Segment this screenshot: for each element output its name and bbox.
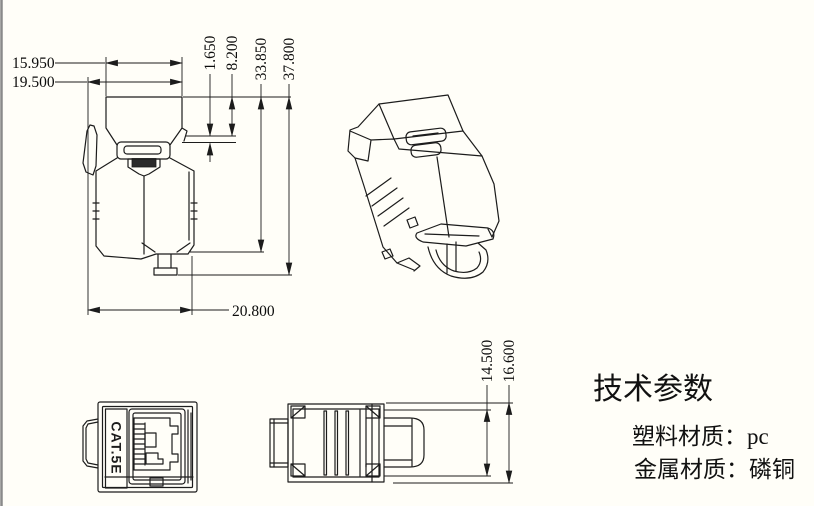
dim-label-upper-width: 19.500: [12, 74, 55, 91]
iso-latch-tongue: [415, 223, 495, 247]
rj45-opening: [133, 417, 179, 471]
iso-latch-post: [446, 241, 457, 274]
top-view-inner: [292, 408, 380, 478]
tongue-inner-lines: [383, 418, 413, 467]
side-view-latch-cap: [116, 141, 171, 160]
metal-material-row: 金属材质：磷铜: [634, 457, 795, 482]
dim-label-top-width: 15.950: [12, 55, 55, 72]
top-view-dimension-lines: 14.500 16.600: [384, 339, 518, 484]
side-view-dimension-labels: 15.950 19.500 1.650 8.200 33.850 37.800 …: [12, 35, 298, 320]
iso-clip-bumps: [381, 216, 419, 260]
plastic-material-label: 塑料材质：: [632, 424, 747, 449]
side-view-wire-slot: [131, 158, 157, 168]
top-view-corner-chamfers: [290, 405, 381, 477]
dim-label-tv-body-width: 14.500: [479, 339, 496, 382]
top-view-outer: [287, 403, 385, 483]
extension-lines: [55, 57, 292, 315]
iso-latch-button-outer: [405, 127, 447, 146]
top-view: [269, 403, 425, 483]
isometric-view: [347, 94, 500, 279]
front-view-inner: [101, 405, 194, 489]
side-view-outline: [82, 96, 198, 269]
iso-bottom-latch: [396, 223, 495, 279]
side-view-latch-taper: [127, 158, 161, 177]
iso-vent-slots: [365, 177, 410, 227]
front-view-outer: [97, 401, 198, 493]
tab-inner-lines: [269, 418, 289, 468]
rj45-latch-notch: [145, 452, 164, 465]
dim-label-tv-overall-width: 16.600: [501, 339, 518, 382]
tech-params-title: 技术参数: [593, 373, 713, 406]
rj45-contact-comb: [133, 422, 146, 466]
iso-outline: [347, 103, 500, 271]
tv-extension-lines: [384, 385, 513, 484]
top-view-vent-slots: [323, 410, 350, 476]
front-view-marking-box: [104, 408, 128, 489]
cat5e-marking: CAT.5E: [109, 421, 125, 474]
iso-latch-buttons: [405, 127, 447, 158]
front-view-bottom-clip: [149, 477, 164, 487]
side-view-latch-slot: [123, 145, 162, 155]
iso-latch-button-slot: [412, 132, 439, 137]
rj45-contact-block: [144, 432, 157, 448]
side-view-dimension-lines: [55, 57, 293, 315]
front-view-right-strip: [104, 409, 194, 484]
dim-label-latch-depth: 8.200: [224, 35, 241, 70]
side-view: [82, 96, 198, 276]
dim-label-lip: 1.650: [202, 35, 219, 70]
metal-material-label: 金属材质：: [634, 457, 749, 482]
tab-outline: [269, 418, 289, 468]
rj45-outer-frame: [128, 408, 186, 485]
plastic-material-value: pc: [747, 424, 769, 449]
front-view-mount-tab: [82, 418, 99, 469]
iso-top-face: [378, 94, 464, 140]
dim-label-overall-width: 20.800: [232, 303, 275, 320]
iso-hook-outer: [427, 242, 489, 279]
rj45-port: [128, 408, 186, 485]
tongue-roots: [359, 403, 373, 483]
front-view: CAT.5E: [82, 401, 198, 493]
rj45-inner-frame: [132, 412, 182, 481]
dim-label-overall-height: 37.800: [281, 37, 298, 80]
metal-material-value: 磷铜: [749, 457, 795, 482]
tongue-outline: [383, 417, 425, 468]
top-view-mount-tab: [269, 418, 289, 468]
side-view-stem-foot: [153, 267, 178, 276]
iso-edges: [349, 130, 493, 238]
plastic-material-row: 塑料材质：pc: [632, 424, 769, 449]
iso-latch-tongue-inner: [424, 233, 480, 237]
iso-bottom-tip: [396, 257, 421, 272]
iso-latch-button-inner: [410, 142, 442, 158]
top-view-latch-tongue: [359, 403, 425, 483]
dim-label-body-height: 33.850: [253, 37, 270, 80]
iso-hook-inner: [435, 249, 482, 274]
tech-params: 技术参数 塑料材质：pc 金属材质：磷铜: [593, 373, 795, 482]
